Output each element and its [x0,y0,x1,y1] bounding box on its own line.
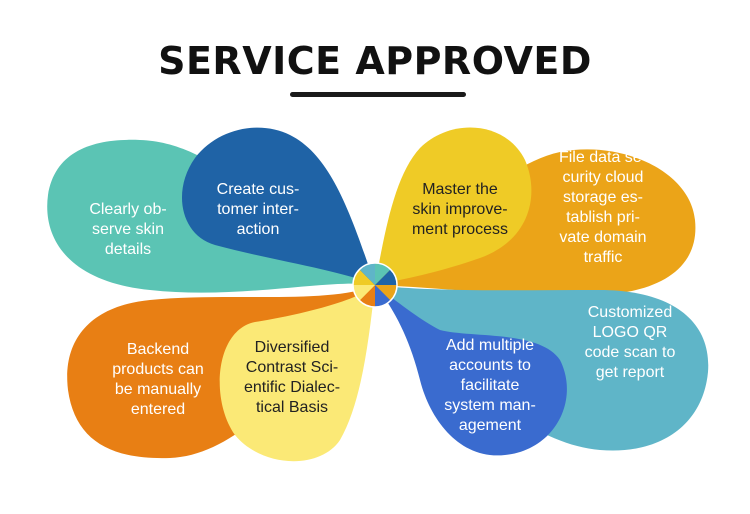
petal-yellow [375,127,532,285]
petal-blue [181,127,375,286]
petal-light-yellow-label: Diversified Contrast Sci- entific Dialec… [243,339,341,416]
pinwheel-slice-1 [375,262,391,285]
pinwheel-slice-5 [359,285,375,308]
petal-orange-label: Backend products can be manually entered [112,341,204,418]
page-title: SERVICE APPROVED [158,39,592,83]
petal-gold-label: File data se- curity cloud storage es- t… [558,149,648,266]
petal-teal-label: Clearly ob- serve skin details [89,201,167,258]
center-pinwheel [352,262,398,308]
pinwheel-slice-8 [359,262,375,285]
petal-royal-blue-label: Add multiple accounts to facilitate syst… [444,337,536,434]
pinwheel-slice-3 [375,285,398,301]
pinwheel-slice-7 [352,269,375,285]
petal-light-yellow [219,285,375,462]
petal-blue-label: Create cus- tomer inter- action [216,181,300,238]
petal-yellow-label: Master the skin improve- ment process [411,181,509,238]
title-underline [290,92,466,97]
petal-sky-label: Customized LOGO QR code scan to get repo… [584,304,676,381]
pinwheel-slice-4 [375,285,391,308]
petal-royal-blue [375,285,567,456]
pinwheel-slice-2 [375,269,398,285]
pinwheel-slice-6 [352,285,375,301]
pinwheel-rim [352,262,398,308]
